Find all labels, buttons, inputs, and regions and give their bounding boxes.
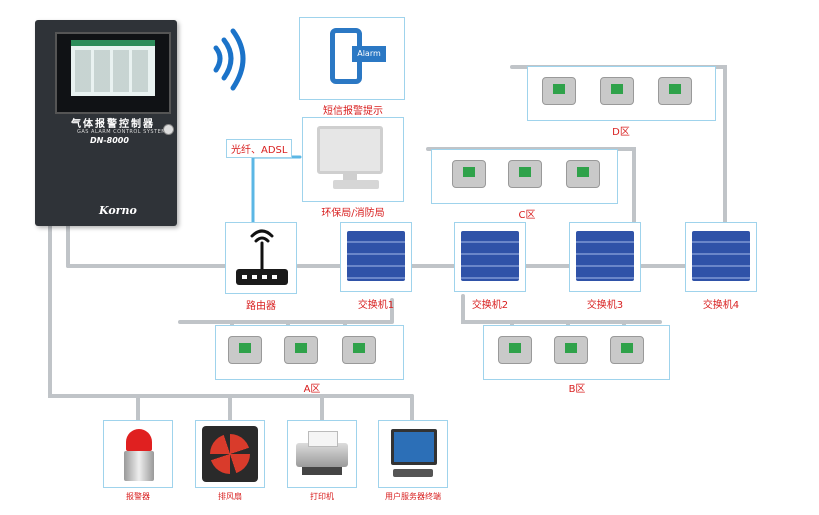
switch-1-box: [340, 222, 412, 292]
alarm-light-icon: [126, 429, 152, 451]
router-label: 路由器: [246, 301, 276, 312]
monitor-stand: [343, 172, 357, 180]
controller-brand: Korno: [99, 204, 137, 217]
env-bureau-label: 环保局/消防局: [321, 208, 385, 219]
terminal-label: 用户服务器终端: [385, 492, 441, 501]
controller-screen: [55, 32, 171, 114]
fiber-adsl-label: 光纤、ADSL: [226, 139, 293, 158]
alarm-box: [103, 420, 173, 488]
alarm-label: 报警器: [126, 492, 150, 501]
zone-d-label: D区: [612, 127, 630, 138]
computer-terminal-icon: [391, 429, 437, 465]
printer-box: [287, 420, 357, 488]
env-bureau-box: [302, 117, 404, 202]
zone-b-box: [483, 325, 670, 380]
sms-bubble-text: Alarm: [357, 49, 381, 58]
printer-tray: [302, 467, 342, 475]
terminal-keyboard: [393, 469, 433, 477]
sms-alarm-label: 短信报警提示: [323, 106, 383, 117]
fan-box: [195, 420, 265, 488]
zone-d-box: [527, 66, 716, 121]
sms-bubble: Alarm: [352, 46, 386, 62]
switch-3-box: [569, 222, 641, 292]
switch-2-label: 交换机2: [471, 300, 509, 311]
gas-detector-icon: [610, 336, 644, 364]
router-box: [225, 222, 297, 294]
controller-subtitle: GAS ALARM CONTROL SYSTEM: [77, 129, 167, 135]
zone-a-label: A区: [303, 384, 321, 395]
gas-detector-icon: [228, 336, 262, 364]
gas-detector-icon: [658, 77, 692, 105]
gas-detector-icon: [600, 77, 634, 105]
monitor-icon: [317, 126, 383, 174]
gas-detector-icon: [542, 77, 576, 105]
switch-3-icon: [576, 231, 634, 281]
exhaust-fan-icon: [202, 426, 258, 482]
display-header: [71, 40, 155, 46]
controller-model: DN-8000: [90, 136, 129, 145]
router-icon: [236, 229, 288, 285]
printer-label: 打印机: [310, 492, 334, 501]
keyboard-icon: [333, 180, 379, 189]
switch-2-box: [454, 222, 526, 292]
switch-2-icon: [461, 231, 519, 281]
gas-detector-icon: [284, 336, 318, 364]
controller-display: [71, 40, 155, 96]
sms-alarm-box: Alarm: [299, 17, 405, 100]
switch-4-box: [685, 222, 757, 292]
fan-label: 排风扇: [218, 492, 242, 501]
display-grid: [75, 50, 151, 92]
switch-1-icon: [347, 231, 405, 281]
gas-detector-icon: [498, 336, 532, 364]
key-lock-icon: [163, 124, 174, 135]
switch-4-icon: [692, 231, 750, 281]
zone-c-label: C区: [518, 210, 536, 221]
controller-title: 气体报警控制器: [71, 119, 155, 130]
alarm-base: [124, 451, 154, 481]
switch-1-label: 交换机1: [357, 300, 395, 311]
terminal-box: [378, 420, 448, 488]
printer-paper: [308, 431, 338, 447]
switch-3-label: 交换机3: [586, 300, 624, 311]
zone-b-bus: [461, 294, 662, 324]
output-bus: [48, 223, 414, 398]
gas-detector-icon: [566, 160, 600, 188]
printer-icon: [296, 443, 348, 467]
gas-detector-icon: [554, 336, 588, 364]
zone-a-box: [215, 325, 404, 380]
gas-alarm-controller: 气体报警控制器 GAS ALARM CONTROL SYSTEM DN-8000…: [35, 20, 177, 226]
zone-c-box: [431, 149, 618, 204]
output-drops: [136, 394, 414, 422]
gas-detector-icon: [508, 160, 542, 188]
zone-b-label: B区: [568, 384, 586, 395]
switch-4-label: 交换机4: [702, 300, 740, 311]
gas-detector-icon: [452, 160, 486, 188]
gas-detector-icon: [342, 336, 376, 364]
